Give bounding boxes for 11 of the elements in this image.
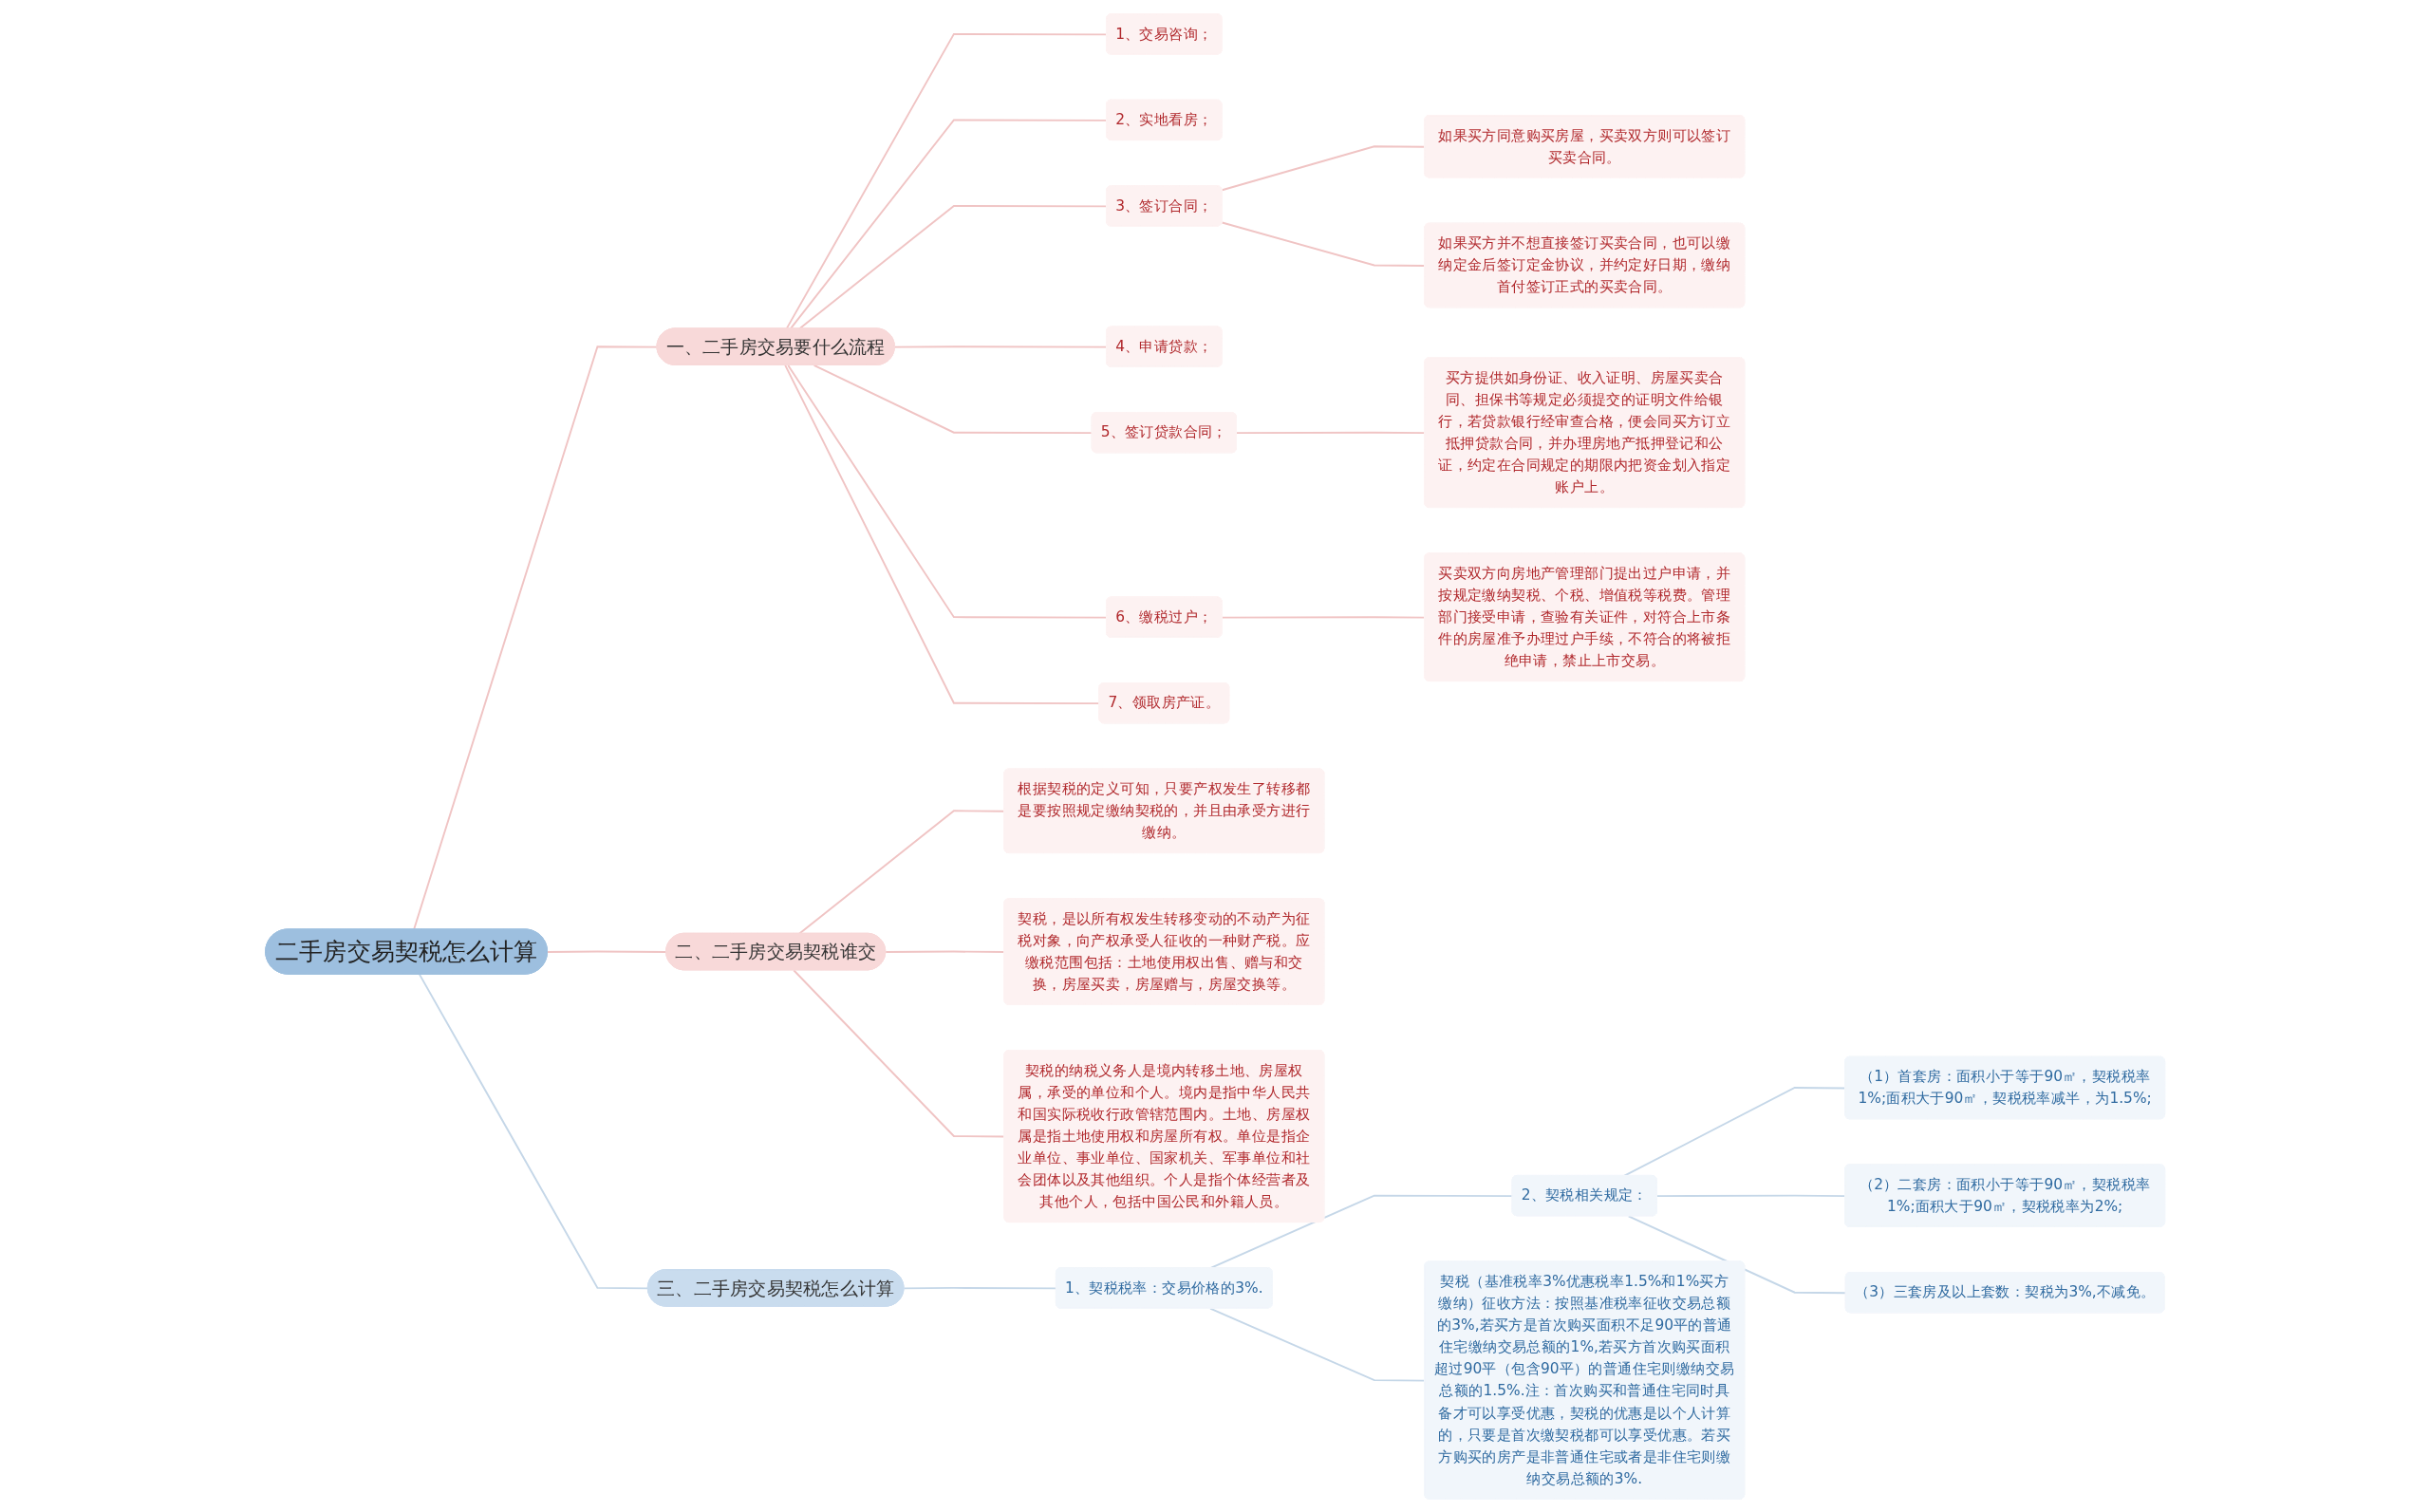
connector [893,345,1108,348]
connector [903,1286,1057,1289]
connector [789,118,1108,329]
connector [787,364,1108,619]
connector [418,973,649,1289]
connector [1627,1214,1847,1294]
connector [546,950,667,953]
connector [813,364,1094,434]
connector [412,345,659,930]
connector [785,32,1108,329]
connector [1655,1194,1846,1197]
